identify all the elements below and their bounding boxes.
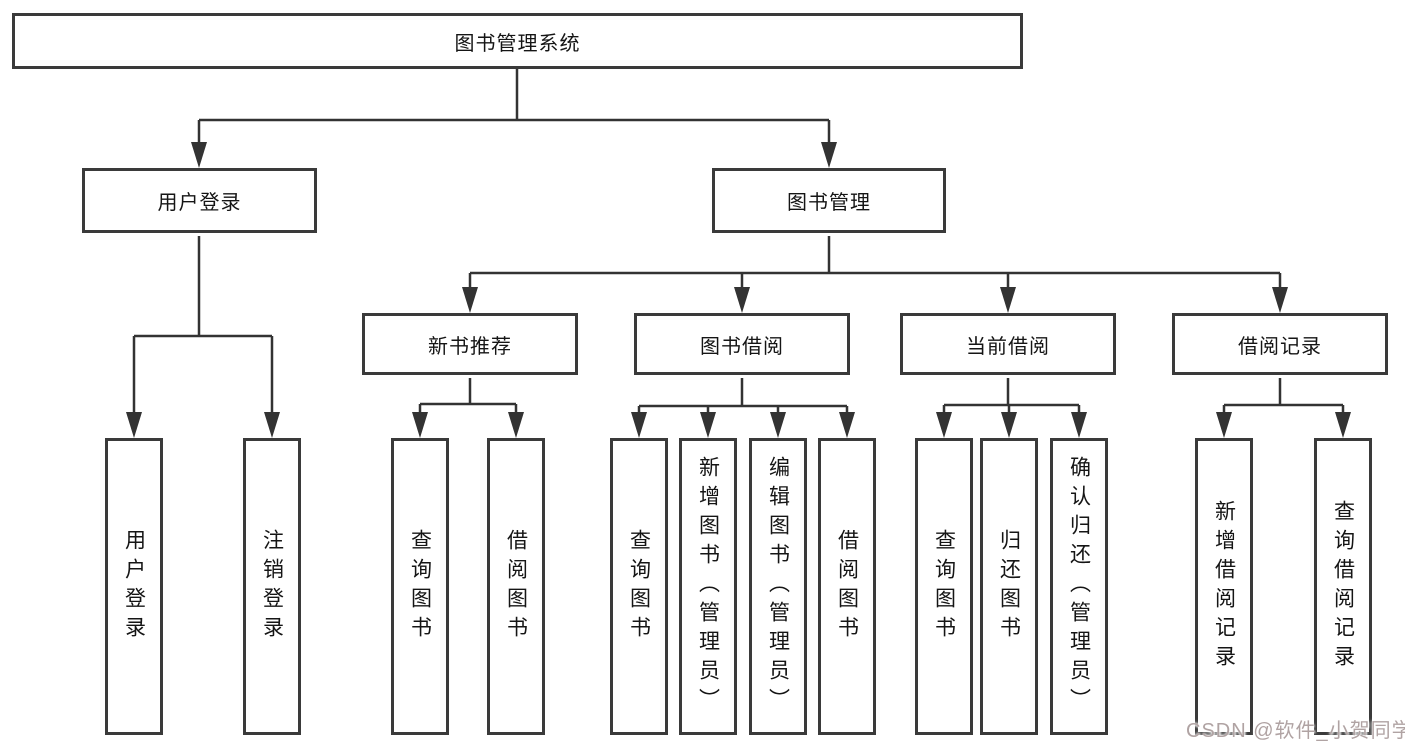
user-login-node-label: 用户登录 (157, 192, 242, 214)
leaf-confirm-return-admin: 确认归还（管理员） (1050, 438, 1108, 735)
leaf-add-borrow-record: 新增借阅记录 (1195, 438, 1253, 735)
book-borrowing-label: 图书借阅 (700, 335, 784, 358)
leaf-label: 查询图书 (408, 528, 432, 645)
leaf-label: 新增图书（管理员） (696, 456, 720, 717)
current-borrowing-label: 当前借阅 (966, 335, 1050, 358)
root-node-label: 图书管理系统 (454, 32, 581, 55)
leaf-borrow-books-borrowing: 借阅图书 (818, 438, 876, 735)
borrowing-record-label: 借阅记录 (1238, 335, 1322, 358)
book-borrowing-node: 图书借阅 (634, 313, 850, 375)
csdn-watermark: CSDN @软件_小贺同学 (1186, 720, 1405, 742)
leaf-label: 查询图书 (627, 528, 651, 645)
leaf-user-login: 用户登录 (105, 438, 163, 735)
leaf-query-books-recommend: 查询图书 (391, 438, 449, 735)
leaf-query-borrow-record: 查询借阅记录 (1314, 438, 1372, 735)
leaf-logout: 注销登录 (243, 438, 301, 735)
new-book-recommend-node: 新书推荐 (362, 313, 578, 375)
borrowing-record-node: 借阅记录 (1172, 313, 1388, 375)
new-book-recommend-label: 新书推荐 (428, 335, 512, 358)
root-node: 图书管理系统 (12, 13, 1023, 69)
leaf-label: 新增借阅记录 (1212, 499, 1236, 674)
leaf-label: 编辑图书（管理员） (766, 456, 790, 717)
leaf-label: 查询图书 (932, 528, 956, 645)
leaf-query-books-current: 查询图书 (915, 438, 973, 735)
user-login-node: 用户登录 (82, 168, 317, 233)
leaf-add-books-admin: 新增图书（管理员） (679, 438, 737, 735)
leaf-edit-books-admin: 编辑图书（管理员） (749, 438, 807, 735)
leaf-label: 归还图书 (997, 528, 1021, 645)
leaf-borrow-books-recommend: 借阅图书 (487, 438, 545, 735)
leaf-return-books: 归还图书 (980, 438, 1038, 735)
book-management-node-label: 图书管理 (787, 192, 871, 214)
leaf-label: 注销登录 (260, 528, 284, 645)
leaf-label: 借阅图书 (835, 528, 859, 645)
arrowhead-icons (126, 142, 1351, 438)
leaf-query-books-borrowing: 查询图书 (610, 438, 668, 735)
leaf-label: 确认归还（管理员） (1067, 456, 1091, 717)
book-management-node: 图书管理 (712, 168, 946, 233)
current-borrowing-node: 当前借阅 (900, 313, 1116, 375)
leaf-label: 借阅图书 (504, 528, 528, 645)
leaf-label: 用户登录 (122, 528, 146, 645)
leaf-label: 查询借阅记录 (1331, 499, 1355, 674)
